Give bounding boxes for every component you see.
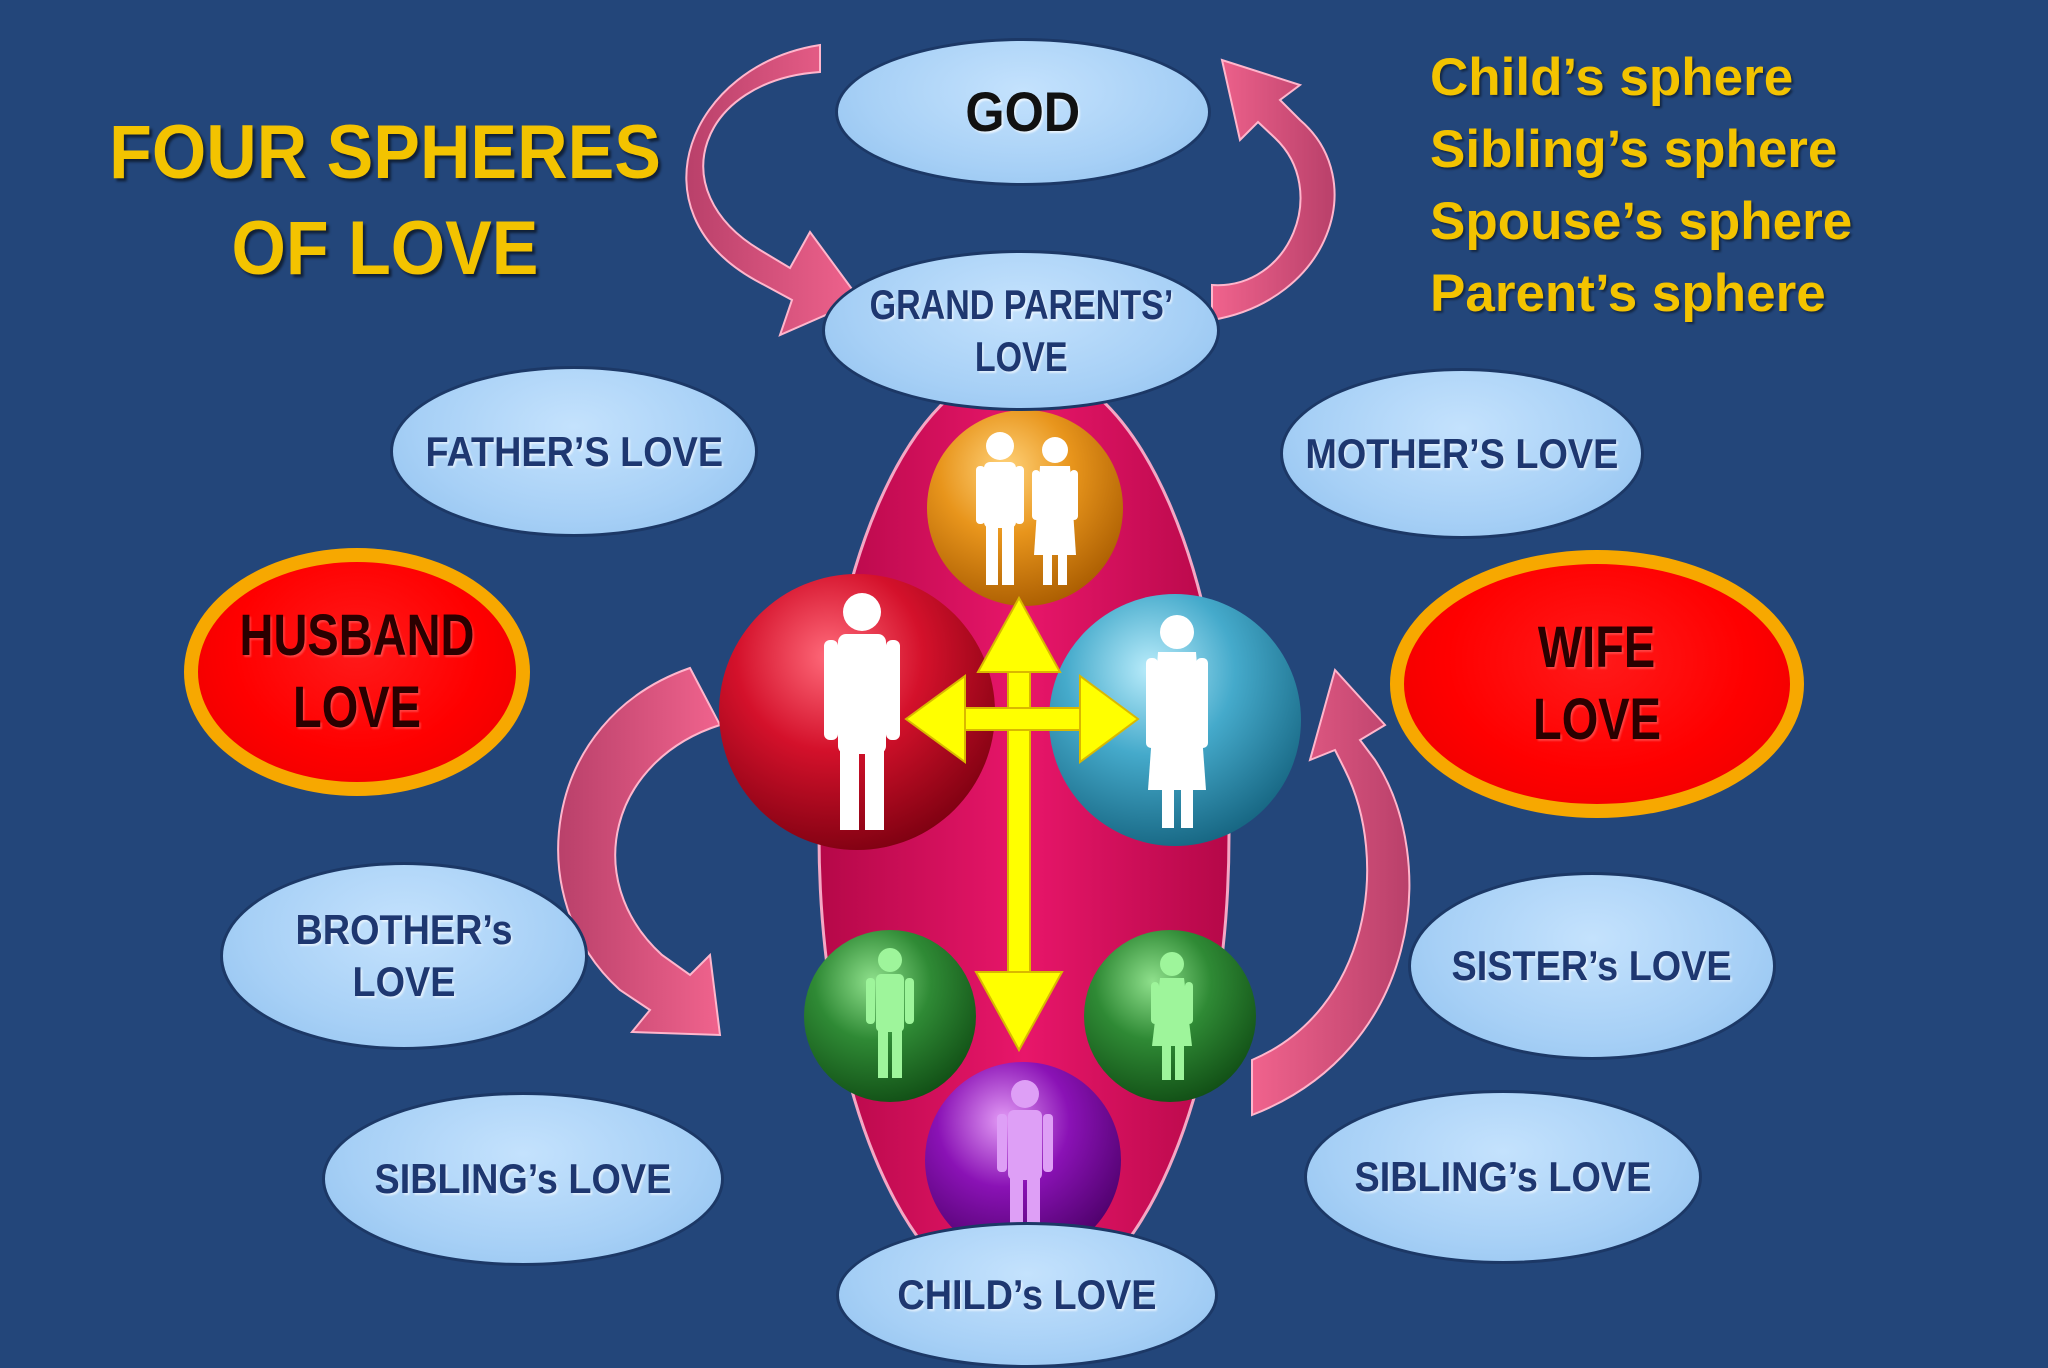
husband-line-2: LOVE <box>293 675 421 740</box>
childs-love-label: CHILD’s LOVE <box>897 1271 1157 1318</box>
brother-sphere <box>804 930 976 1102</box>
sisters-love-node: SISTER’s LOVE <box>1408 872 1776 1060</box>
title-line-1: FOUR SPHERES <box>109 110 661 195</box>
sister-sphere <box>1084 930 1256 1102</box>
grandparents-love-node: GRAND PARENTS’ LOVE <box>822 250 1220 411</box>
page-title: FOUR SPHERES OF LOVE <box>86 105 684 297</box>
wife-love-node: WIFE LOVE <box>1390 550 1804 818</box>
sisters-love-label: SISTER’s LOVE <box>1451 942 1733 989</box>
grandparents-love-label: GRAND PARENTS’ LOVE <box>852 279 1189 383</box>
childs-love-node: CHILD’s LOVE <box>836 1222 1218 1368</box>
mother-sphere <box>1049 594 1301 846</box>
brothers-love-label: BROTHER’s LOVE <box>295 906 513 1005</box>
sibling-love-label-right: SIBLING’s LOVE <box>1354 1153 1652 1200</box>
arrow-god-to-grandparents <box>685 43 862 337</box>
spheres-list: Child’s sphere Sibling’s sphere Spouse’s… <box>1430 42 1852 330</box>
wife-line-1: WIFE <box>1538 615 1656 680</box>
grandparents-sphere <box>927 410 1123 606</box>
father-sphere <box>719 574 995 850</box>
cross-arrows <box>904 595 1140 1053</box>
husband-line-1: HUSBAND <box>239 603 475 668</box>
sibling-love-node-left: SIBLING’s LOVE <box>322 1092 724 1266</box>
spheres-list-item: Child’s sphere <box>1430 48 1794 107</box>
god-node: GOD <box>835 38 1211 186</box>
arrow-grandparents-to-god <box>1211 58 1336 322</box>
arrow-children-to-wife <box>1251 667 1411 1117</box>
fathers-love-node: FATHER’S LOVE <box>390 366 758 537</box>
woman-silhouette-icon <box>1146 615 1208 828</box>
brothers-love-node: BROTHER’s LOVE <box>220 862 588 1050</box>
child-sphere <box>925 1062 1121 1258</box>
couple-silhouette-icon <box>976 432 1078 585</box>
arrow-husband-to-children <box>557 666 722 1037</box>
mothers-love-node: MOTHER’S LOVE <box>1280 368 1644 539</box>
man-silhouette-icon <box>824 593 900 830</box>
mothers-love-label: MOTHER’S LOVE <box>1305 429 1619 477</box>
sibling-love-node-right: SIBLING’s LOVE <box>1304 1090 1702 1264</box>
boy-silhouette-icon <box>866 948 914 1078</box>
spheres-list-item: Parent’s sphere <box>1430 264 1826 323</box>
grandparents-line-2: LOVE <box>974 332 1068 380</box>
girl-silhouette-icon <box>1151 952 1193 1080</box>
grandparents-line-1: GRAND PARENTS’ <box>869 280 1173 328</box>
husband-love-node: HUSBAND LOVE <box>184 548 530 796</box>
sibling-love-label-left: SIBLING’s LOVE <box>374 1155 672 1202</box>
spheres-list-item: Spouse’s sphere <box>1430 192 1853 251</box>
god-label: GOD <box>965 80 1081 143</box>
title-line-2: OF LOVE <box>231 206 539 291</box>
husband-love-label: HUSBAND LOVE <box>227 600 488 744</box>
fathers-love-label: FATHER’S LOVE <box>425 427 723 475</box>
wife-love-label: WIFE LOVE <box>1526 612 1668 756</box>
spheres-list-item: Sibling’s sphere <box>1430 120 1838 179</box>
wife-line-2: LOVE <box>1533 687 1661 752</box>
